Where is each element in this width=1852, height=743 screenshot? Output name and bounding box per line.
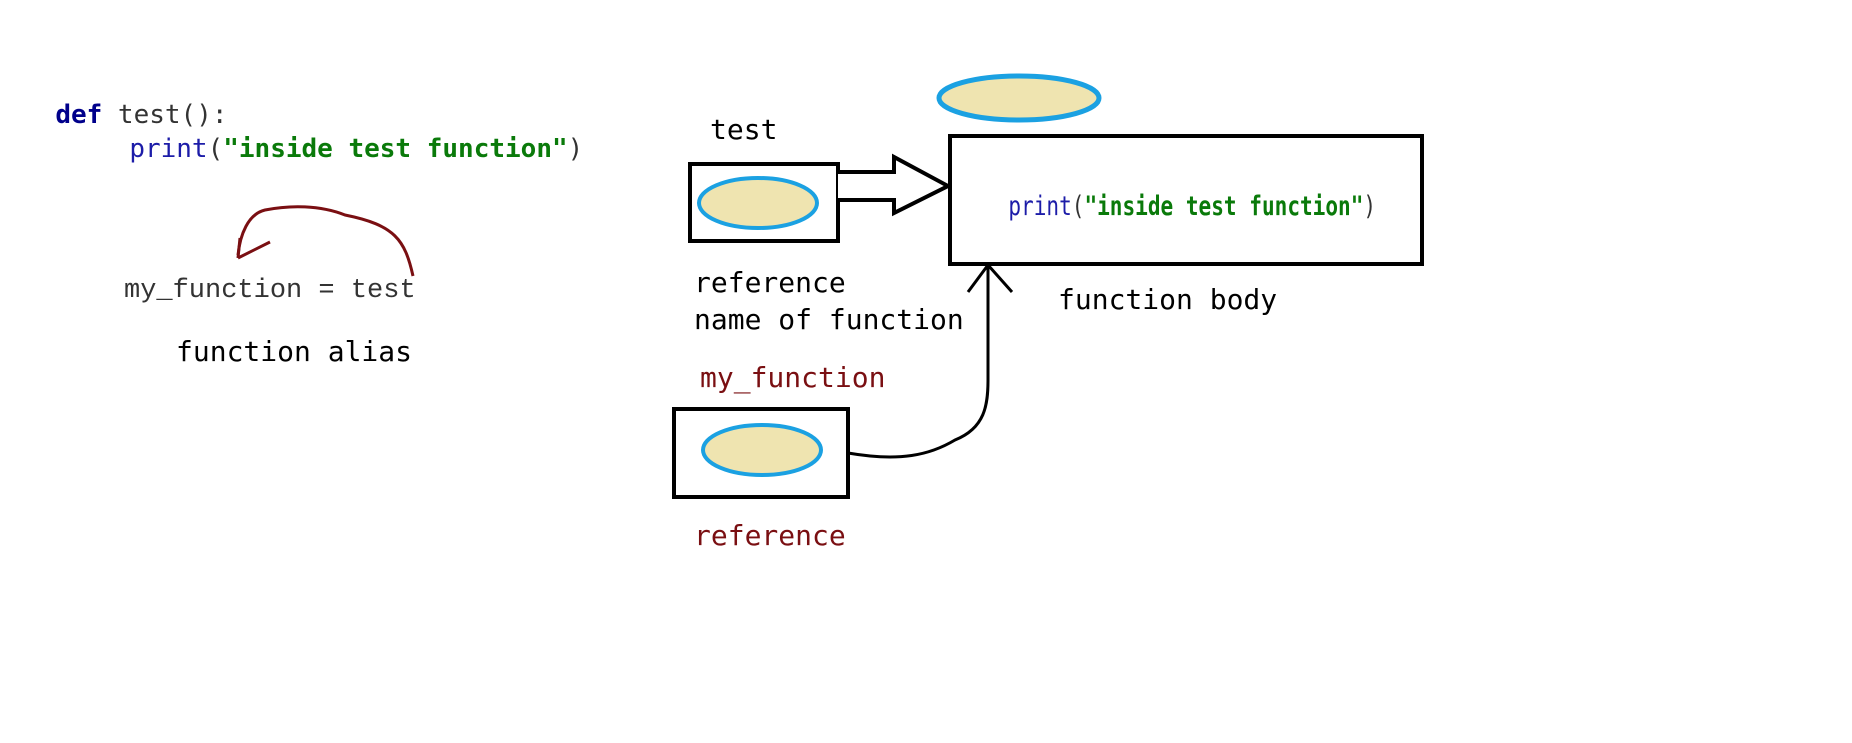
test-to-body-arrow — [838, 153, 953, 217]
def-signature: test(): — [102, 100, 228, 130]
my-function-arrowhead — [966, 262, 1014, 293]
my-function-caption: reference — [694, 519, 846, 552]
function-body-code: print("inside test function") — [1008, 191, 1377, 222]
alias-caption: function alias — [176, 335, 413, 368]
my-function-label: my_function — [700, 361, 886, 394]
def-keyword: def — [55, 100, 103, 130]
test-label: test — [710, 113, 778, 146]
alias-arrowhead — [236, 237, 271, 260]
code-line-def: def test(): — [24, 70, 228, 130]
test-reference-ellipse — [697, 176, 819, 230]
print-builtin: print — [129, 134, 208, 164]
alias-curve-arrow — [236, 205, 415, 277]
alias-statement: my_function = test — [124, 276, 416, 306]
test-caption: reference name of function — [694, 266, 964, 336]
function-body-caption: function body — [1058, 283, 1278, 316]
print-string: "inside test function" — [223, 134, 568, 164]
my-function-to-body-arrow — [847, 266, 990, 459]
function-body-box — [948, 134, 1424, 266]
code-line-print: print("inside test function") — [129, 134, 584, 164]
my-function-reference-ellipse — [701, 423, 823, 477]
object-ellipse-top — [936, 73, 1102, 123]
